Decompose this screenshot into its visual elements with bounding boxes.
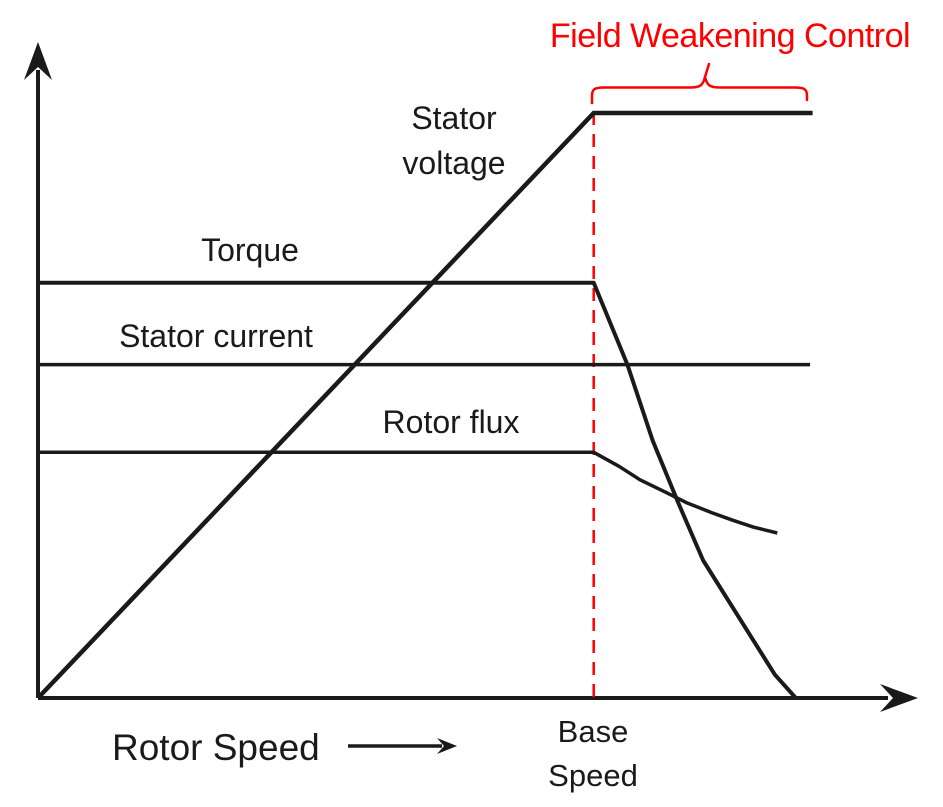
torque-label: Torque xyxy=(201,232,299,268)
rotor-flux-label: Rotor flux xyxy=(382,404,520,440)
torque-curve xyxy=(38,280,798,700)
stator-voltage-curve xyxy=(36,110,813,700)
base-speed-label: Base Speed xyxy=(548,714,638,794)
y-axis-arrowhead-icon xyxy=(24,42,52,80)
x-axis-arrowhead-icon xyxy=(880,684,918,712)
rotor-speed-arrow-icon xyxy=(348,738,457,754)
field-weakening-brace-icon xyxy=(590,62,809,105)
stator-voltage-label: Stator voltage xyxy=(402,100,506,182)
field-weakening-title: Field Weakening Control xyxy=(549,17,911,55)
x-axis-title: Rotor Speed xyxy=(112,727,320,768)
stator-current-label: Stator current xyxy=(119,318,313,354)
rotor-flux-curve xyxy=(38,450,778,535)
